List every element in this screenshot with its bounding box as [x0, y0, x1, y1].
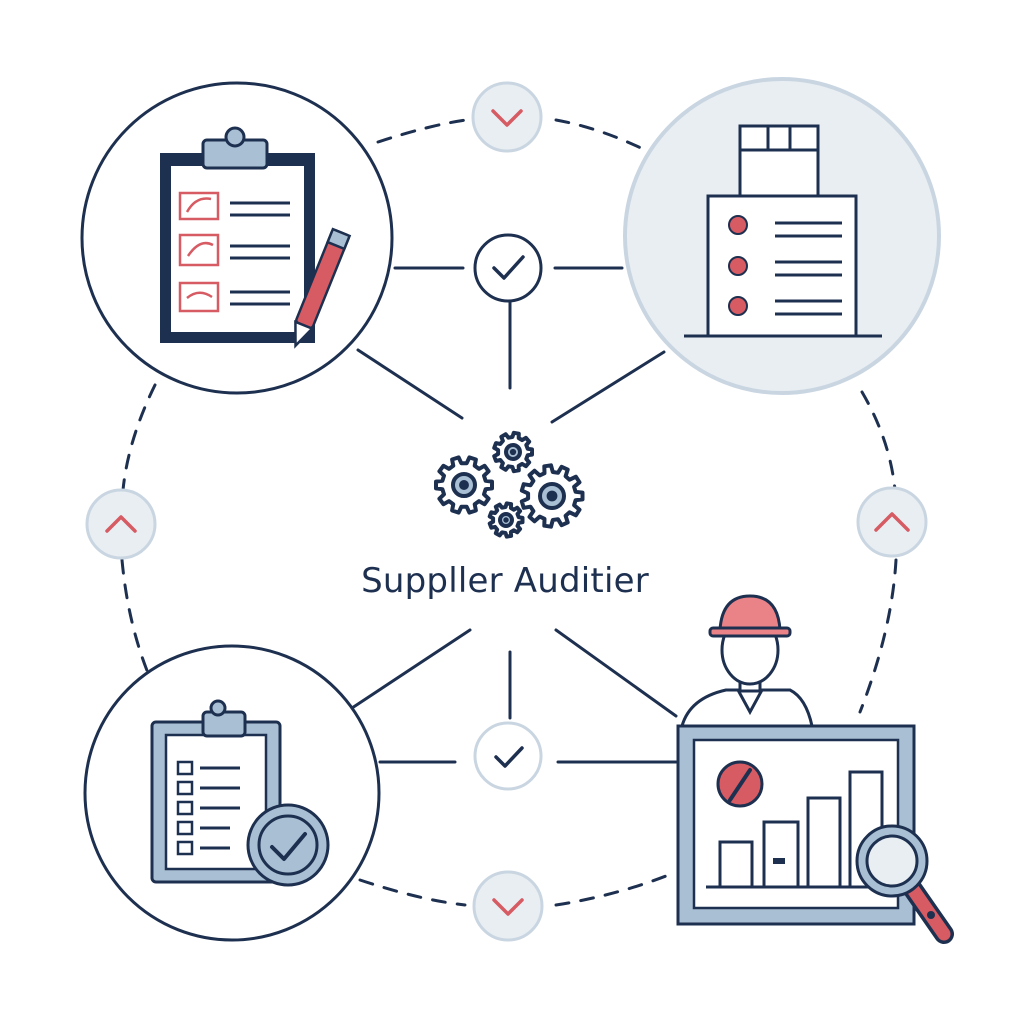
- clipboard-checklist-pen-icon: [160, 126, 352, 349]
- check-badge: [473, 233, 543, 303]
- facility-bullet: [728, 296, 748, 316]
- clipboard-approved-check-icon: [150, 699, 330, 887]
- spokes: [350, 266, 678, 764]
- auditor-analytics-magnifier-icon: [676, 594, 954, 944]
- checklist-node: [80, 81, 394, 395]
- check-icon: [492, 255, 525, 280]
- chevron-up-badge: [856, 486, 928, 558]
- chevron-up-icon: [105, 515, 137, 533]
- chevron-down-badge: [471, 81, 543, 153]
- chevron-up-icon: [874, 512, 910, 532]
- facility-bullet: [728, 256, 748, 276]
- facility-bullet: [728, 215, 748, 235]
- dashed-loop: [120, 118, 898, 907]
- gear-axle: [503, 517, 509, 523]
- approved-checklist-node: [83, 644, 381, 942]
- check-icon: [494, 746, 524, 768]
- chevron-down-badge: [472, 870, 544, 942]
- chevron-down-icon: [491, 109, 523, 127]
- auditor-report-node: [676, 594, 954, 944]
- gears-icon: [434, 430, 585, 539]
- chevron-up-badge: [85, 488, 157, 560]
- gear-axle: [459, 480, 469, 490]
- gear-axle: [546, 490, 558, 502]
- chevron-down-icon: [492, 898, 524, 916]
- gear-axle: [509, 448, 517, 456]
- facility-node: [623, 77, 941, 395]
- hub-title: Suppller Auditier: [361, 561, 649, 601]
- check-badge: [473, 721, 543, 791]
